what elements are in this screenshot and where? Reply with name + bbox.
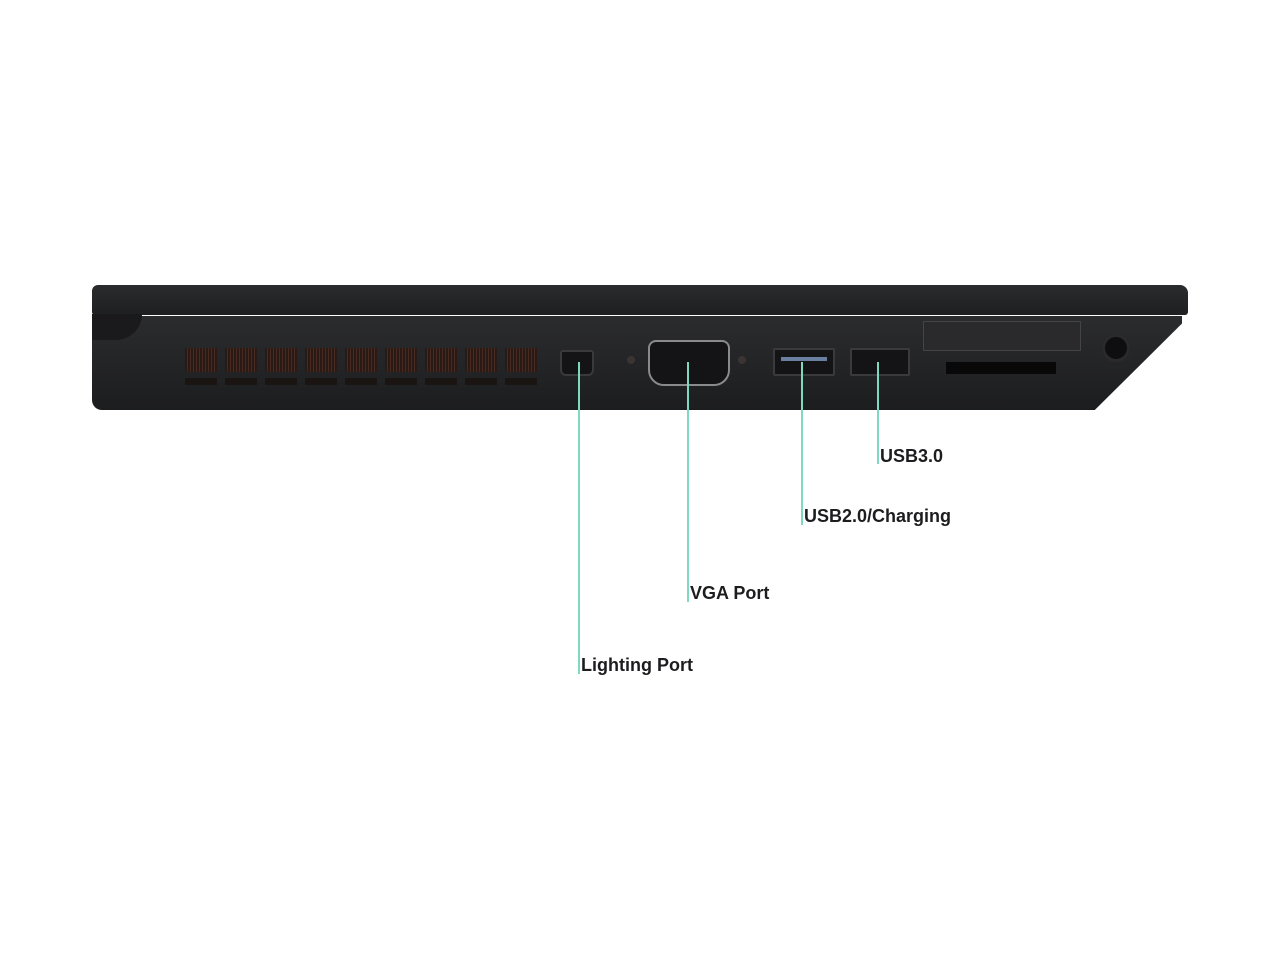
usb3-port bbox=[850, 348, 910, 376]
vent-slot-lower bbox=[425, 378, 457, 385]
vent-slot bbox=[225, 348, 257, 372]
vent-slot bbox=[385, 348, 417, 372]
usb2-charging-label: USB2.0/Charging bbox=[804, 506, 952, 526]
vga-screw-right bbox=[738, 356, 746, 364]
vent-slot bbox=[505, 348, 537, 372]
vent-slot-lower bbox=[465, 378, 497, 385]
expresscard-slot bbox=[923, 321, 1081, 351]
usb3-label: USB3.0 bbox=[880, 446, 944, 466]
vent-slot-lower bbox=[185, 378, 217, 385]
vga-port-label: VGA Port bbox=[690, 583, 770, 603]
vent-slot-lower bbox=[345, 378, 377, 385]
sd-card-slot bbox=[946, 362, 1056, 374]
vent-slot bbox=[265, 348, 297, 372]
vent-slot-lower bbox=[225, 378, 257, 385]
vent-slot bbox=[305, 348, 337, 372]
laptop-lid bbox=[92, 285, 1188, 315]
thunderbolt-port bbox=[560, 350, 594, 376]
audio-jack bbox=[1102, 334, 1130, 362]
lighting-port-label: Lighting Port bbox=[581, 655, 693, 675]
vent-slot bbox=[465, 348, 497, 372]
usb2-port bbox=[773, 348, 835, 376]
vga-screw-left bbox=[627, 356, 635, 364]
vent-slot-lower bbox=[265, 378, 297, 385]
vent-slot-lower bbox=[385, 378, 417, 385]
vga-port bbox=[648, 340, 730, 386]
lighting-port-leader-line bbox=[578, 362, 580, 674]
usb2-leader-line bbox=[801, 362, 803, 525]
vga-port-leader-line bbox=[687, 362, 689, 602]
vent-slot-lower bbox=[305, 378, 337, 385]
usb3-leader-line bbox=[877, 362, 879, 464]
vent-slot-lower bbox=[505, 378, 537, 385]
vent-slot bbox=[425, 348, 457, 372]
vent-slot bbox=[185, 348, 217, 372]
vent-slot bbox=[345, 348, 377, 372]
